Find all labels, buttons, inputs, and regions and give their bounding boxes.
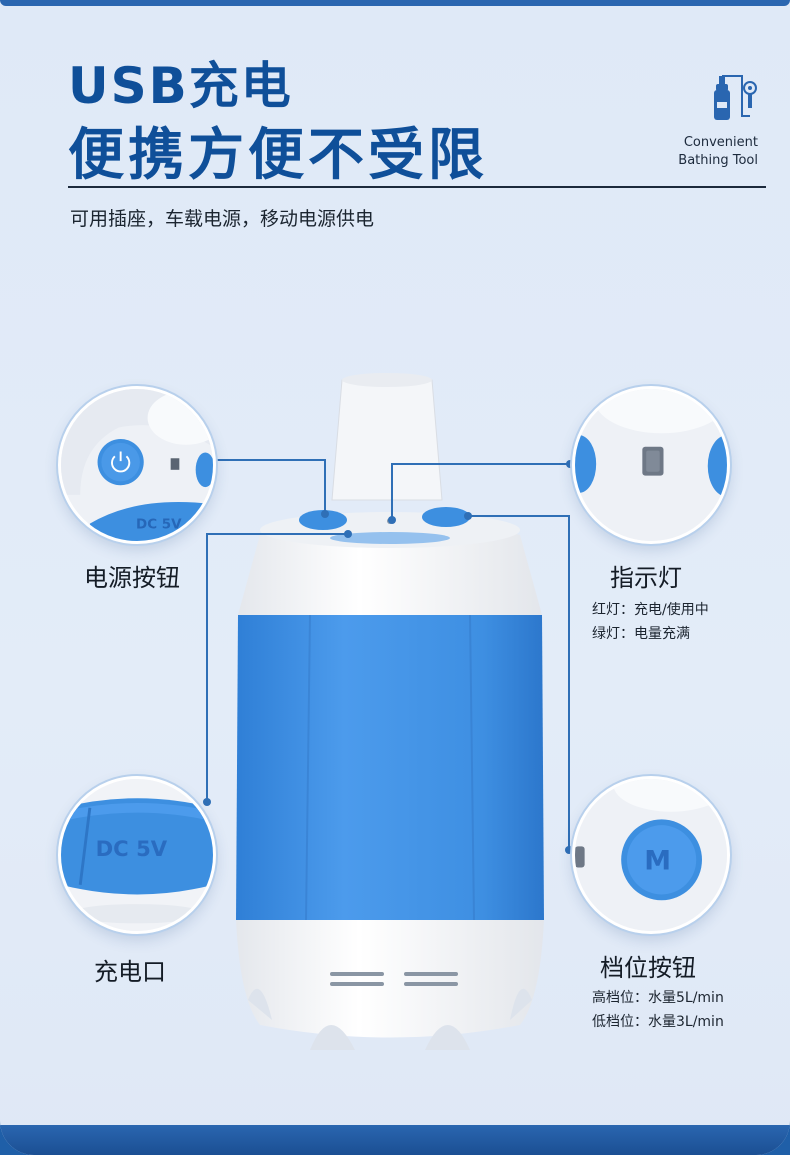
- charging-port-label: 充电口: [94, 958, 166, 986]
- bottle-shower-icon: [714, 75, 757, 120]
- brand-tagline: Convenient Bathing Tool: [678, 134, 758, 170]
- indicator-note-red: 红灯：充电/使用中: [592, 602, 709, 618]
- charging-port-closeup: DC 5V: [58, 776, 216, 934]
- power-button-closeup: DC 5V: [58, 386, 216, 544]
- header-divider: [68, 186, 766, 188]
- indicator-notes: 红灯：充电/使用中 绿灯：电量充满: [592, 598, 709, 646]
- mode-button-label: 档位按钮: [600, 954, 696, 982]
- headline-line2: 便携方便不受限: [68, 123, 488, 188]
- mode-button-closeup: M: [572, 776, 730, 934]
- top-strip: [0, 0, 790, 6]
- indicator-light-closeup: [572, 386, 730, 544]
- mode-notes: 高档位：水量5L/min 低档位：水量3L/min: [592, 986, 724, 1034]
- power-source-subtitle: 可用插座，车载电源，移动电源供电: [70, 208, 375, 230]
- power-button-label: 电源按钮: [84, 564, 180, 592]
- brand-line1: Convenient: [683, 135, 758, 150]
- bottom-strip: [0, 1125, 790, 1155]
- indicator-note-green: 绿灯：电量充满: [592, 626, 690, 642]
- port-text-partial: DC 5V: [136, 517, 182, 532]
- mode-note-high: 高档位：水量5L/min: [592, 990, 724, 1006]
- brand-line2: Bathing Tool: [678, 153, 758, 168]
- port-text: DC 5V: [96, 836, 168, 861]
- indicator-light-label: 指示灯: [610, 564, 682, 592]
- mode-button-text: M: [644, 845, 671, 876]
- mode-note-low: 低档位：水量3L/min: [592, 1014, 724, 1030]
- shower-pump-device: [236, 373, 544, 1050]
- headline-line1: USB充电: [68, 57, 293, 115]
